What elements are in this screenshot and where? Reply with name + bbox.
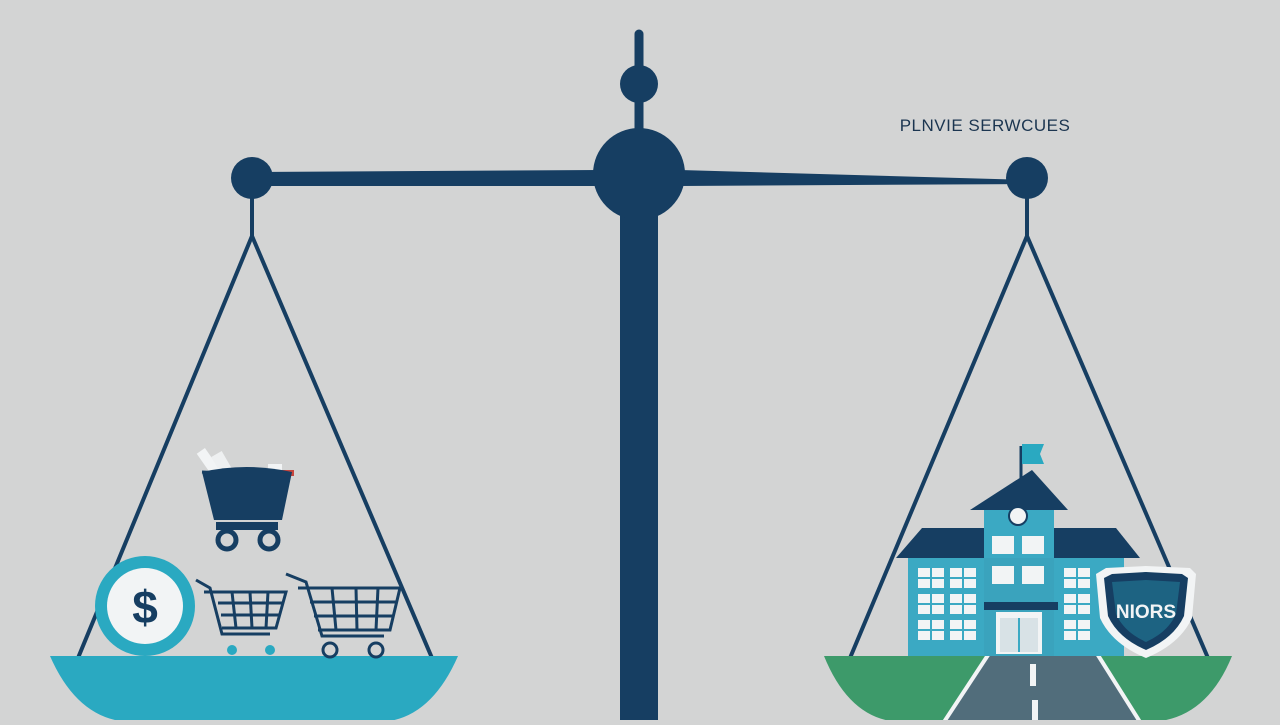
beam-end-left (231, 157, 273, 199)
dollar-coin-icon: $ (95, 556, 195, 656)
shield-label: NIORS (1116, 602, 1176, 623)
shopping-cart-icon (285, 572, 402, 659)
beam-pivot (593, 128, 685, 220)
road-icon (942, 650, 1142, 724)
police-shield-icon: NIORS (1096, 566, 1196, 658)
dollar-symbol: $ (132, 581, 158, 633)
left-pan (50, 656, 458, 722)
top-finial (620, 65, 658, 103)
government-building-icon (896, 444, 1140, 656)
central-post (620, 200, 658, 725)
shopping-bag-icon (196, 448, 294, 552)
scale-frame (231, 29, 1048, 725)
beam-end-right (1006, 157, 1048, 199)
public-services-label: PLNVIE SERWCUES (899, 116, 1071, 135)
flag-icon (1019, 444, 1044, 478)
shopping-cart-icon (195, 578, 288, 655)
